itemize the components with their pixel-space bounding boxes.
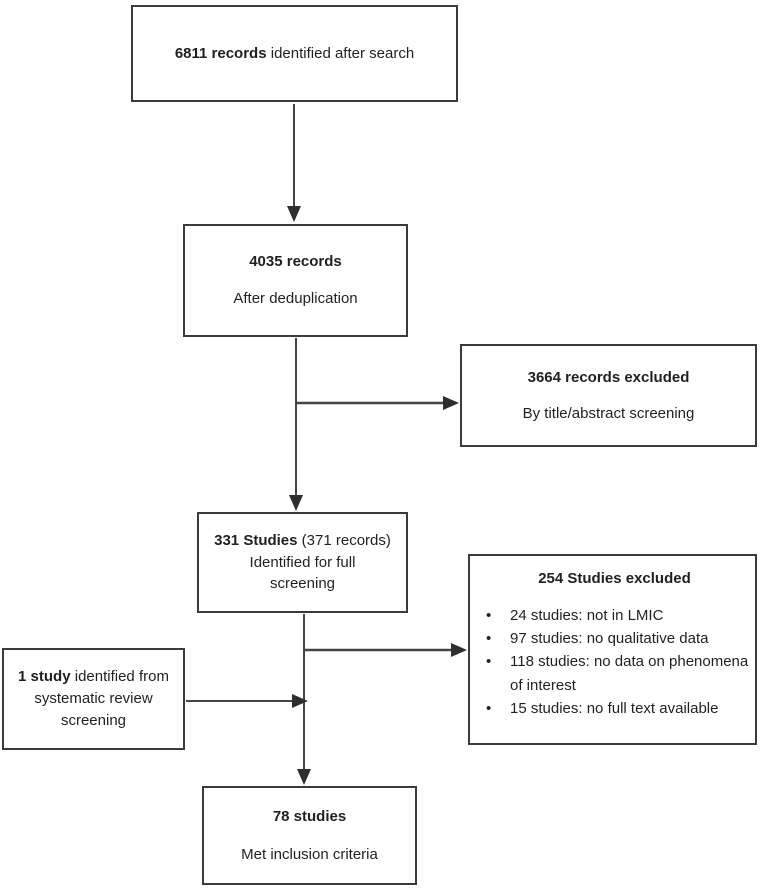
screening-label: Identified for full screening [249,553,356,593]
systematic-review-text: 1 study identified from systematic revie… [16,666,171,731]
records-label: identified after search [266,44,415,62]
arrow-screening-to-included [297,614,311,785]
systematic-count: 1 study [18,668,71,686]
exclusion-reason: 15 studies: no full text available [510,699,719,717]
box-systematic-review-study: 1 study identified from systematic revie… [2,648,185,750]
dedup-count: 4035 records [249,253,342,271]
systematic-label: identified from systematic review screen… [34,668,169,729]
screening-count: 331 Studies [214,531,298,549]
box-after-deduplication: 4035 records After deduplication [183,224,408,337]
list-item: • 97 studies: no qualitative data [486,627,749,650]
exclusion-reason: 118 studies: no data on phenomena of int… [510,653,749,694]
exclusion-reason: 24 studies: not in LMIC [510,606,664,624]
box-records-identified: 6811 records identified after search [131,5,458,102]
screening-records: (371 records) [297,531,391,549]
box-full-screening: 331 Studies (371 records) Identified for… [197,512,408,613]
arrow-branch-to-title-abstract-excluded [295,396,459,410]
bullet-icon: • [486,606,492,624]
exclusion-reason: 97 studies: no qualitative data [510,630,709,647]
list-item: • 15 studies: no full text available [486,697,749,720]
excluded2-count: 254 Studies excluded [538,570,691,587]
list-item: • 118 studies: no data on phenomena of i… [486,650,749,697]
list-item: • 24 studies: not in LMIC [486,604,749,627]
box-records-identified-text: 6811 records identified after search [175,43,414,65]
arrow-dedup-to-screening [289,338,303,511]
records-count: 6811 records [174,44,267,62]
box-records-excluded: 3664 records excluded By title/abstract … [460,344,757,447]
screening-count-line: 331 Studies (371 records) [214,530,391,552]
arrow-branch-to-studies-excluded [303,643,467,657]
bullet-icon: • [486,630,492,647]
included-label: Met inclusion criteria [241,845,378,863]
dedup-label: After deduplication [233,290,358,307]
bullet-icon: • [486,653,492,671]
box-included-studies: 78 studies Met inclusion criteria [202,786,417,885]
box-studies-excluded: 254 Studies excluded • 24 studies: not i… [468,554,757,745]
bullet-icon: • [486,699,492,717]
excluded1-count: 3664 records excluded [527,368,690,386]
arrow-systematic-to-main [186,694,308,708]
excluded1-label: By title/abstract screening [522,404,695,422]
included-count: 78 studies [272,807,347,825]
arrow-records-to-dedup [287,104,301,222]
exclusion-reason-list: • 24 studies: not in LMIC • 97 studies: … [480,604,749,720]
